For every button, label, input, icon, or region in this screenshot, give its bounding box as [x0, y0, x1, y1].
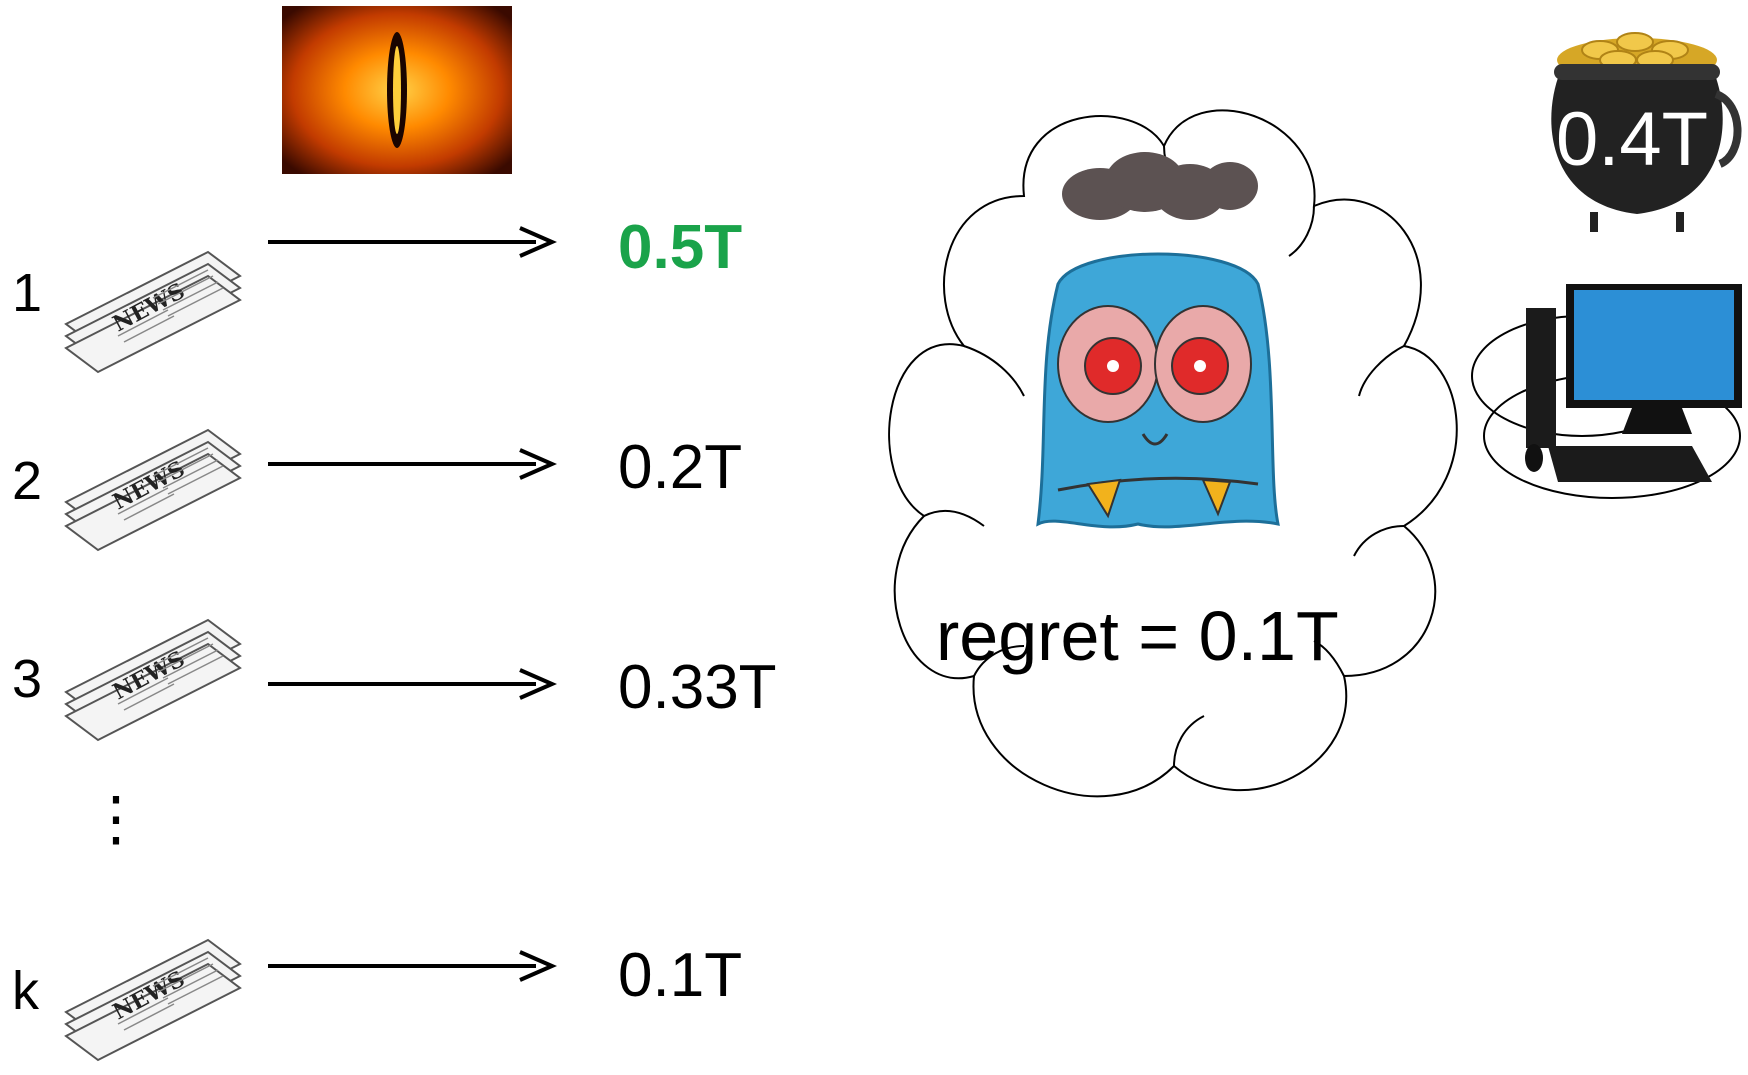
row-label-3: 3	[12, 649, 43, 709]
row-label-k: k	[12, 961, 39, 1021]
news-icon	[58, 600, 248, 750]
ellipsis: ⋮	[86, 785, 146, 852]
monster-icon	[1028, 244, 1288, 544]
value-3: 0.33T	[618, 653, 777, 722]
news-icon	[58, 410, 248, 560]
row-label-2: 2	[12, 451, 43, 511]
arrow-icon	[268, 222, 558, 262]
arrow-icon	[268, 946, 558, 986]
row-label-1: 1	[12, 263, 43, 323]
eye-image	[282, 6, 512, 174]
arrow-icon	[268, 444, 558, 484]
news-icon	[58, 232, 248, 382]
pot-label: 0.4T	[1556, 97, 1709, 182]
pot-of-gold-icon	[1530, 14, 1744, 244]
news-icon	[58, 920, 248, 1070]
value-1: 0.5T	[618, 213, 743, 282]
value-2: 0.2T	[618, 433, 743, 502]
regret-text: regret = 0.1T	[936, 597, 1339, 675]
computer-icon	[1462, 276, 1744, 516]
arrow-icon	[268, 664, 558, 704]
dark-cloud-icon	[1060, 146, 1260, 226]
value-k: 0.1T	[618, 941, 743, 1010]
